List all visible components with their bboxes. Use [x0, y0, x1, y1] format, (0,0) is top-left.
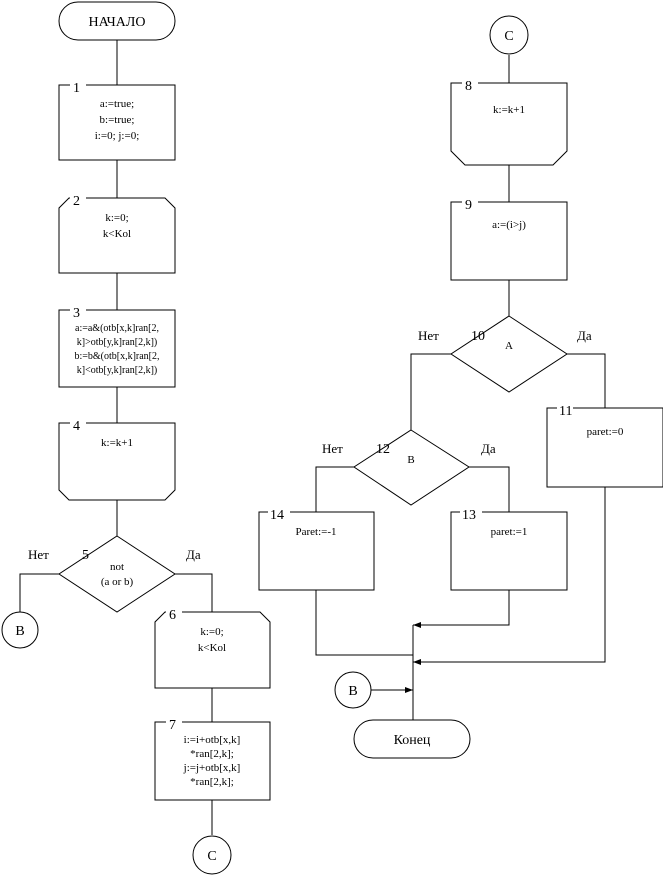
connector-c-bottom: C	[192, 835, 232, 875]
branch-no-label: Нет	[28, 547, 49, 562]
end-label: Конец	[394, 733, 431, 748]
block-text: (a or b)	[101, 576, 134, 588]
block-number: 6	[169, 608, 176, 623]
block-text: k:=k+1	[101, 437, 133, 449]
branch-yes-label: Да	[186, 547, 201, 562]
block-number: 1	[73, 81, 80, 96]
block-text: k]>otb[y,k]ran[2,k])	[77, 337, 158, 348]
block-number: 3	[73, 306, 80, 321]
branch-yes-label: Да	[577, 328, 592, 343]
block-number: 5	[82, 548, 89, 563]
block-text: k<Kol	[103, 228, 131, 240]
block-10-decision: 10 A Нет Да	[418, 315, 592, 393]
block-number: 9	[465, 198, 472, 213]
block-text: i:=i+otb[x,k]	[184, 734, 241, 746]
branch-no-label: Нет	[418, 328, 439, 343]
block-number: 11	[559, 404, 572, 419]
connector-b-left: B	[1, 611, 39, 649]
block-text: k<Kol	[198, 642, 226, 654]
block-text: paret:=1	[491, 526, 528, 538]
block-text: B	[407, 454, 414, 466]
block-text: paret:=0	[587, 426, 624, 438]
end-terminator: Конец	[353, 719, 471, 759]
block-text: k:=0;	[200, 626, 223, 638]
block-text: b:=b&(otb[x,k]ran[2,	[74, 351, 159, 362]
block-text: b:=true;	[100, 114, 135, 126]
block-1: 1 a:=true; b:=true; i:=0; j:=0;	[58, 80, 176, 161]
block-13: 13 paret:=1	[450, 507, 568, 591]
connector-label: B	[15, 624, 24, 639]
start-terminator: НАЧАЛО	[58, 1, 176, 41]
block-7: 7 i:=i+otb[x,k] *ran[2,k]; j:=j+otb[x,k]…	[154, 717, 271, 801]
block-number: 13	[462, 508, 476, 523]
block-number: 8	[465, 79, 472, 94]
block-14: 14 Paret:=-1	[258, 507, 375, 591]
branch-no-label: Нет	[322, 441, 343, 456]
block-text: k:=k+1	[493, 104, 525, 116]
connector-c-top: C	[489, 15, 529, 55]
branch-yes-label: Да	[481, 441, 496, 456]
block-5-decision: 5 not (a or b) Нет Да	[28, 535, 201, 613]
block-text: j:=j+otb[x,k]	[183, 762, 241, 774]
block-text: Paret:=-1	[295, 526, 336, 538]
block-4-loop-end: 4 k:=k+1	[58, 418, 176, 501]
connector-label: B	[348, 684, 357, 699]
block-6-loop-start: 6 k:=0; k<Kol	[154, 607, 271, 689]
block-number: 14	[270, 508, 284, 523]
block-text: A	[505, 340, 513, 352]
block-text: k]<otb[y,k]ran[2,k])	[77, 365, 158, 376]
connector-label: C	[207, 849, 216, 864]
block-number: 2	[73, 194, 80, 209]
block-text: a:=a&(otb[x,k]ran[2,	[75, 323, 159, 334]
block-3: 3 a:=a&(otb[x,k]ran[2, k]>otb[y,k]ran[2,…	[58, 305, 176, 388]
connector-label: C	[504, 29, 513, 44]
block-text: *ran[2,k];	[190, 776, 234, 788]
block-12-decision: 12 B Нет Да	[322, 429, 496, 506]
block-text: i:=0; j:=0;	[95, 130, 140, 142]
block-number: 4	[73, 419, 80, 434]
block-number: 10	[471, 329, 485, 344]
block-text: k:=0;	[105, 212, 128, 224]
block-text: a:=(i>j)	[492, 219, 526, 231]
block-number: 7	[169, 718, 176, 733]
block-number: 12	[376, 442, 390, 457]
block-text: not	[110, 561, 124, 573]
block-text: a:=true;	[100, 98, 134, 110]
connector-b-right: B	[334, 671, 372, 709]
block-text: *ran[2,k];	[190, 748, 234, 760]
block-8-loop-end: 8 k:=k+1	[450, 78, 568, 166]
start-label: НАЧАЛО	[89, 15, 146, 30]
block-2-loop-start: 2 k:=0; k<Kol	[58, 193, 176, 274]
block-9: 9 a:=(i>j)	[450, 197, 568, 281]
block-11: 11 paret:=0	[546, 403, 663, 488]
